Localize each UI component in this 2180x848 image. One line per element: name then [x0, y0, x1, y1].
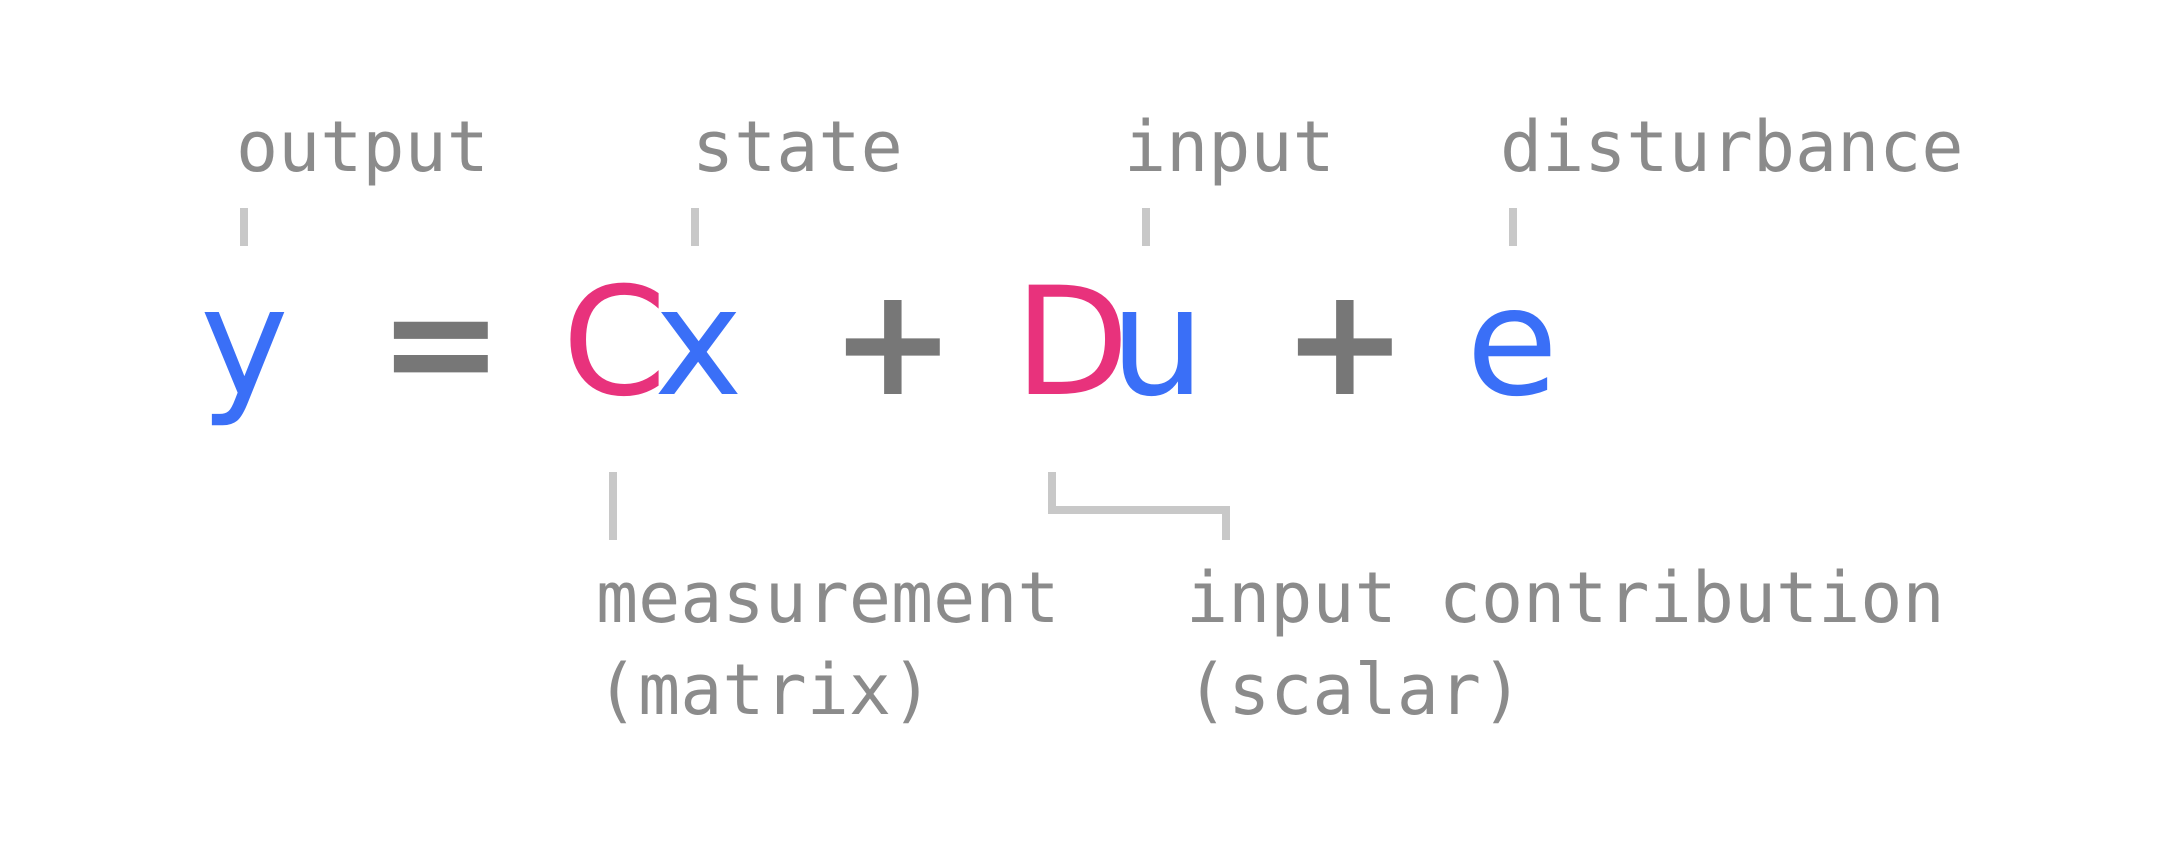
label-input-contribution: input contribution (scalar) — [1186, 552, 1945, 736]
label-measurement: measurement (matrix) — [596, 552, 1060, 736]
label-state: state — [692, 106, 903, 188]
symbol-x: x — [654, 256, 743, 430]
label-output: output — [236, 106, 489, 188]
tick-output — [240, 208, 248, 246]
label-measurement-line2: (matrix) — [596, 649, 934, 731]
label-input: input — [1124, 106, 1335, 188]
label-input-contribution-line1: input contribution — [1186, 557, 1945, 639]
label-input-contribution-line2: (scalar) — [1186, 649, 1524, 731]
label-measurement-line1: measurement — [596, 557, 1060, 639]
label-disturbance: disturbance — [1500, 106, 1964, 188]
tick-state — [691, 208, 699, 246]
symbol-plus-1: + — [830, 256, 956, 430]
symbol-y: y — [200, 256, 289, 430]
symbol-equals: = — [378, 256, 504, 430]
symbol-plus-2: + — [1282, 256, 1408, 430]
symbol-D-matrix: D — [1014, 256, 1130, 430]
tick-input — [1142, 208, 1150, 246]
bracket-input-contribution — [1048, 472, 1230, 540]
symbol-e: e — [1466, 256, 1559, 430]
symbol-C-matrix: C — [562, 256, 667, 430]
tick-disturbance — [1509, 208, 1517, 246]
symbol-u: u — [1110, 256, 1206, 430]
